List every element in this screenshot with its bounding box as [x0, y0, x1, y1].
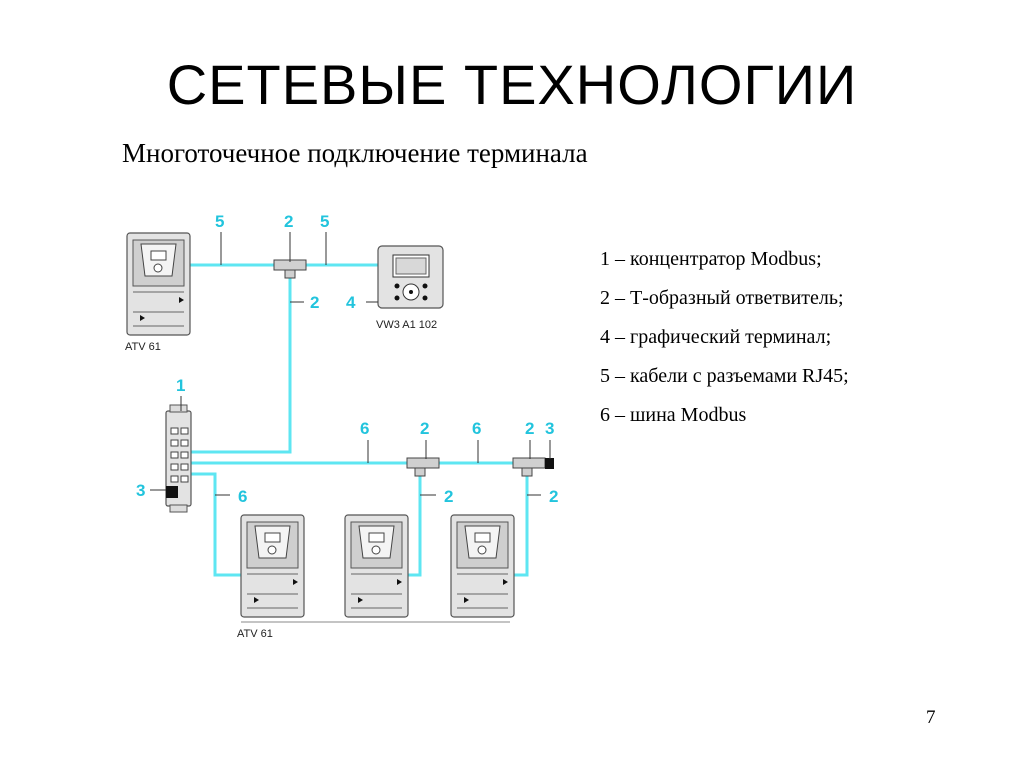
label-bus-right: 6	[472, 419, 481, 438]
tee-coupler-bus-2	[512, 457, 554, 477]
drive-bottom-3	[450, 514, 515, 618]
drive-bottom-2	[344, 514, 409, 618]
legend-list: 1 – концентратор Modbus; 2 – Т-образный …	[600, 245, 849, 440]
label-bus-tee-2: 2	[525, 419, 534, 438]
page-number: 7	[926, 707, 936, 728]
cable-tee-to-hub	[190, 275, 292, 454]
label-terminal: 4	[346, 293, 356, 312]
label-drop-1: 2	[444, 487, 453, 506]
legend-item-hub: 1 – концентратор Modbus;	[600, 248, 822, 270]
slide-title: СЕТЕВЫЕ ТЕХНОЛОГИИ	[166, 53, 858, 116]
modbus-hub	[165, 404, 192, 513]
tee-coupler-top	[273, 259, 307, 279]
leader-lines	[150, 232, 551, 496]
drive-top: ATV 61	[125, 232, 191, 353]
label-drop-2: 2	[549, 487, 558, 506]
callout-labels: 5 2 5 2 4 1 3 6 6 2 6 2 3 2 2	[136, 212, 558, 506]
label-bus-tee-1: 2	[420, 419, 429, 438]
drive-top-caption: ATV 61	[125, 341, 161, 353]
label-top-cable-left: 5	[215, 212, 224, 231]
legend-item-terminal: 4 – графический терминал;	[600, 326, 832, 348]
legend-item-cables: 5 – кабели с разъемами RJ45;	[600, 365, 849, 387]
legend-item-tee: 2 – Т-образный ответвитель;	[600, 287, 844, 309]
label-hub-drop: 6	[238, 487, 247, 506]
tee-coupler-bus-1	[406, 457, 440, 477]
label-hub-terminator: 3	[136, 481, 145, 500]
drive-bottom-caption: ATV 61	[237, 628, 273, 640]
graphic-terminal: VW3 A1 102	[376, 245, 444, 331]
drive-bottom-1	[240, 514, 305, 618]
slide-subtitle: Многоточечное подключение терминала	[122, 138, 588, 168]
label-top-cable-right: 5	[320, 212, 329, 231]
legend-item-bus: 6 – шина Modbus	[600, 404, 747, 426]
label-top-tee: 2	[284, 212, 293, 231]
label-top-tee-drop: 2	[310, 293, 319, 312]
label-hub: 1	[176, 376, 185, 395]
label-bus-left: 6	[360, 419, 369, 438]
label-bus-terminator: 3	[545, 419, 554, 438]
terminal-caption: VW3 A1 102	[376, 319, 437, 331]
